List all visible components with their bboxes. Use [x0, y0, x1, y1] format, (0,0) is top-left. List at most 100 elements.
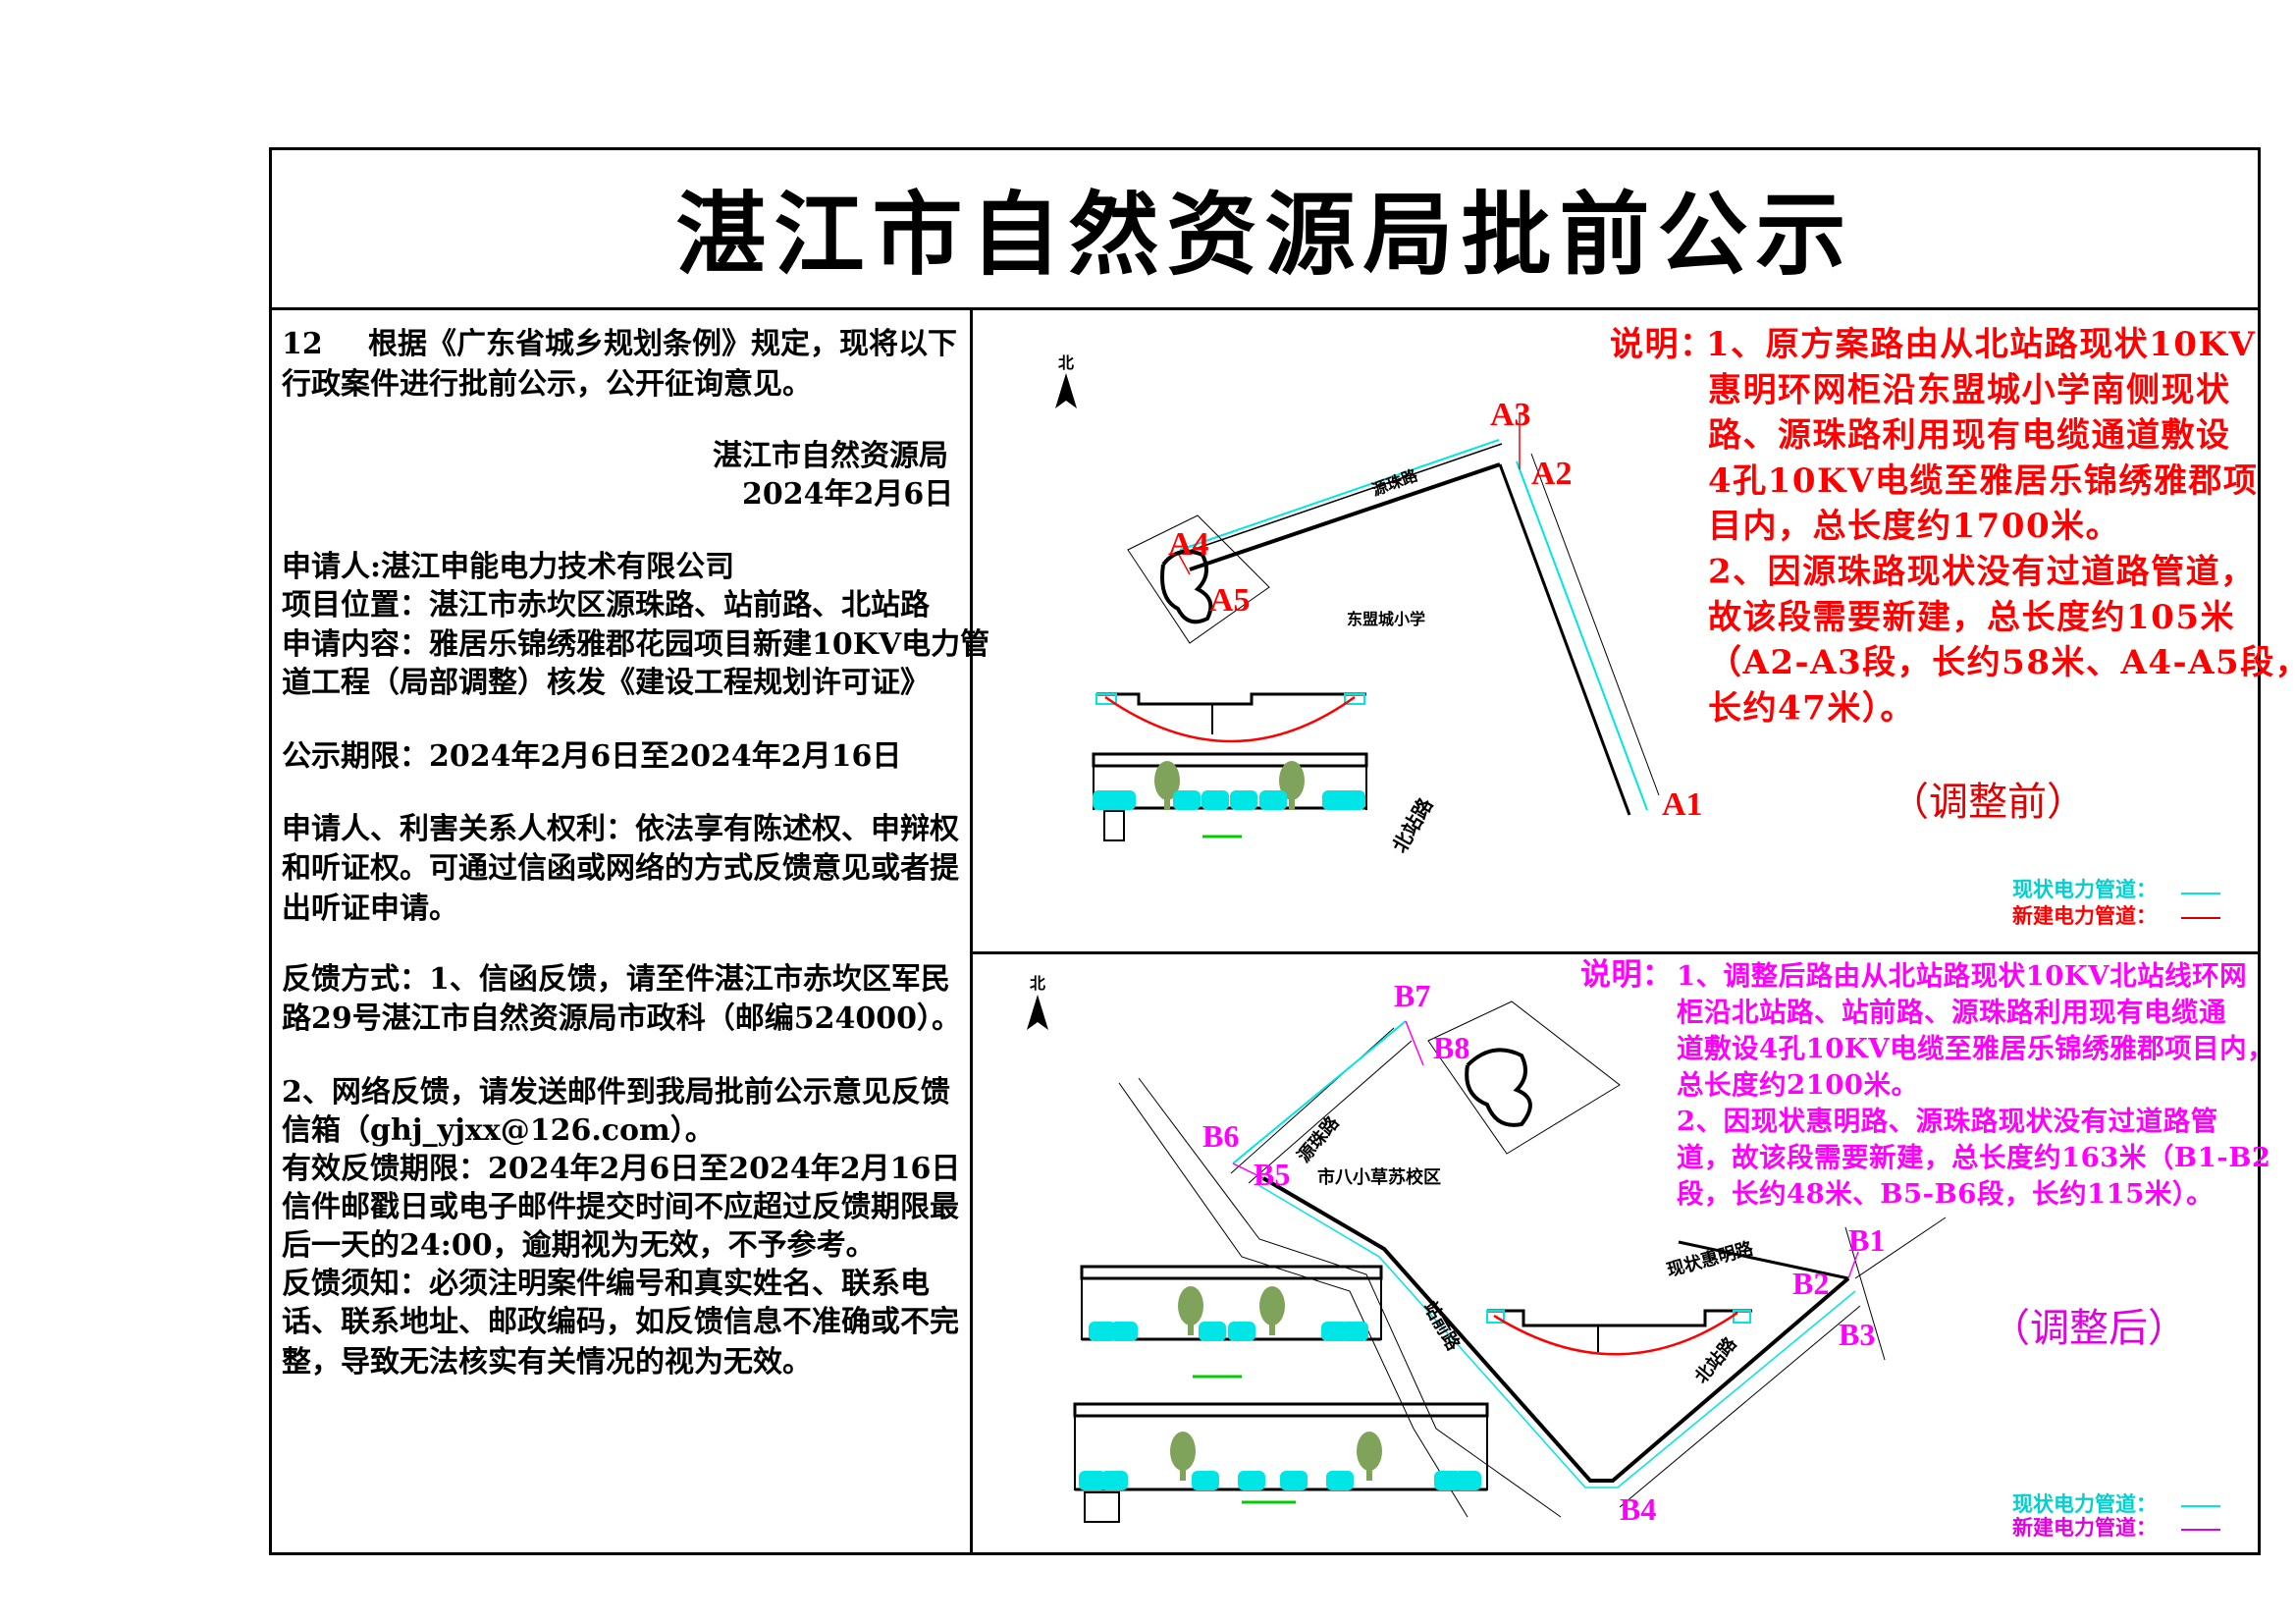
- notice-line: 行政案件进行批前公示，公开征询意见。: [282, 367, 812, 402]
- description-line: 段，长约48米、B5-B6段，长约115米）。: [1677, 1178, 2214, 1210]
- cross-section: [1095, 692, 1366, 743]
- notice-line: 后一天的24:00，逾期视为无效，不予参考。: [282, 1228, 876, 1263]
- description-line: 惠明环网柜沿东盟城小学南侧现状: [1708, 370, 2231, 409]
- description-line: 2、因源珠路现状没有过道路管道，: [1708, 553, 2256, 592]
- description-line: 1、原方案路由从北站路现状10KV: [1706, 325, 2256, 364]
- point-a5: A5: [1209, 582, 1251, 619]
- map-before: 北: [1055, 353, 1703, 857]
- road-section: [1092, 752, 1368, 841]
- project-site: [1427, 1001, 1621, 1155]
- notice-frame: [269, 147, 2261, 1555]
- notice-line: 有效反馈期限：2024年2月6日至2024年2月16日: [282, 1152, 961, 1186]
- notice-line: 道工程（局部调整）核发《建设工程规划许可证》: [282, 666, 930, 700]
- road-edge: [1530, 453, 1660, 796]
- notice-line: 反馈方式：1、信函反馈，请至件湛江市赤坎区军民: [282, 962, 950, 997]
- notice-line: 申请内容：雅居乐锦绣雅郡花园项目新建10KV电力管: [282, 627, 990, 662]
- road-label-beizhan: 北站路: [1388, 793, 1438, 857]
- point-b8: B8: [1433, 1030, 1469, 1065]
- notice-line: 整，导致无法核实有关情况的视为无效。: [282, 1345, 812, 1380]
- panel-divider: [972, 951, 2261, 954]
- new-pipe-b1-b2: [1847, 1251, 1859, 1279]
- notice-line: 申请人、利害关系人权利：依法享有陈述权、申辩权: [282, 812, 959, 846]
- point-b3: B3: [1839, 1317, 1875, 1352]
- description-line: 4孔10KV电缆至雅居乐锦绣雅郡项: [1708, 461, 2258, 501]
- point-a1: A1: [1662, 786, 1703, 823]
- road-label-beizhan: 北站路: [1690, 1332, 1741, 1387]
- cross-section: [1486, 1309, 1752, 1356]
- notice-line: 路29号湛江市自然资源局市政科（邮编524000）。: [282, 1001, 961, 1036]
- svg-text:现状电力管道：: 现状电力管道：: [2012, 877, 2157, 901]
- case-number: 12: [282, 327, 323, 361]
- road-section: [1080, 1265, 1383, 1379]
- column-divider: [970, 309, 973, 1555]
- notice-line: 2、网络反馈，请发送邮件到我局批前公示意见反馈: [282, 1075, 950, 1109]
- notice-line: 信件邮戳日或电子邮件提交时间不应超过反馈期限最: [282, 1190, 959, 1224]
- new-pipe-a4-a5: [1177, 552, 1191, 575]
- svg-text:现状电力管道：: 现状电力管道：: [2012, 1491, 2157, 1516]
- point-a4: A4: [1168, 526, 1209, 563]
- description-line: （A2-A3段，长约58米、A4-A5段，: [1708, 643, 2296, 682]
- existing-pipe: [1516, 460, 1648, 811]
- caption-before: （调整前）: [1890, 780, 2086, 825]
- point-b7: B7: [1394, 978, 1430, 1013]
- svg-text:新建电力管道：: 新建电力管道：: [2012, 903, 2157, 928]
- road-label-zhanqian: 站前路: [1419, 1298, 1466, 1356]
- description-line: 长约47米）。: [1708, 688, 1915, 728]
- point-b6: B6: [1202, 1118, 1239, 1154]
- existing-pipe: [1179, 439, 1500, 551]
- notice-line: 信箱（ghj_yjxx@126.com）。: [282, 1113, 715, 1148]
- north-arrow-icon: 北: [1027, 974, 1048, 1030]
- description-line: 2、因现状惠明路、源珠路现状没有过道路管: [1677, 1106, 2218, 1137]
- point-b4: B4: [1620, 1491, 1656, 1527]
- point-b2: B2: [1792, 1266, 1829, 1301]
- notice-line: 根据《广东省城乡规划条例》规定，现将以下: [368, 327, 957, 361]
- legend-before: 现状电力管道： 新建电力管道：: [2012, 877, 2220, 928]
- north-arrow-icon: 北: [1055, 353, 1077, 408]
- existing-pipe: [1257, 1184, 1856, 1488]
- notice-line: 申请人:湛江申能电力技术有限公司: [282, 550, 735, 584]
- road-label-yuanzhu: 源珠路: [1293, 1111, 1344, 1166]
- description-line: 总长度约2100米。: [1677, 1069, 1919, 1101]
- point-b5: B5: [1254, 1157, 1290, 1192]
- school-label: 市八小草苏校区: [1317, 1166, 1441, 1188]
- road-edge: [1498, 463, 1631, 816]
- description-heading: 说明：: [1610, 325, 1715, 364]
- point-b1: B1: [1848, 1222, 1885, 1258]
- svg-text:新建电力管道：: 新建电力管道：: [2012, 1515, 2157, 1540]
- description-line: 目内，总长度约1700米。: [1708, 507, 2120, 546]
- road-edge: [1189, 462, 1501, 571]
- point-a3: A3: [1490, 397, 1531, 433]
- description-line: 故该段需要新建，总长度约105米: [1708, 598, 2235, 637]
- road-edge: [1177, 443, 1503, 556]
- svg-text:北: 北: [1030, 974, 1045, 993]
- caption-after: （调整后）: [1991, 1306, 2187, 1351]
- notice-line: 出听证申请。: [282, 892, 458, 926]
- legend-after: 现状电力管道： 新建电力管道：: [2012, 1491, 2220, 1540]
- description-line: 路、源珠路利用现有电缆通道敷设: [1708, 416, 2231, 456]
- project-site: [1127, 514, 1270, 644]
- notice-line: 反馈须知：必须注明案件编号和真实姓名、联系电: [282, 1267, 930, 1301]
- notice-line: 和听证权。可通过信函或网络的方式反馈意见或者提: [282, 851, 959, 886]
- road-label-huiming: 现状惠明路: [1665, 1237, 1757, 1281]
- existing-pipe: [1232, 1020, 1407, 1164]
- title-row: 湛江市自然资源局批前公示: [269, 147, 2261, 310]
- description-line: 道，故该段需要新建，总长度约163米（B1-B2: [1677, 1142, 2271, 1173]
- road-section: [1073, 1402, 1489, 1523]
- notice-line: 项目位置：湛江市赤坎区源珠路、站前路、北站路: [282, 588, 930, 622]
- notice-line: 2024年2月6日: [742, 477, 954, 512]
- new-pipe-b5-b6: [1232, 1163, 1264, 1179]
- description-line: 柜沿北站路、站前路、源珠路利用现有电缆通: [1677, 997, 2226, 1028]
- description-before: 说明： 1、原方案路由从北站路现状10KV 惠明环网柜沿东盟城小学南侧现状路、源珠…: [1610, 325, 2296, 728]
- page-title: 湛江市自然资源局批前公示: [675, 182, 1854, 288]
- notice-line: 湛江市自然资源局: [713, 439, 948, 473]
- school-label: 东盟城小学: [1347, 610, 1425, 628]
- description-after: 说明： 1、调整后路由从北站路现状10KV北站线环网柜沿北站路、站前路、源珠路利…: [1580, 957, 2274, 1210]
- description-heading: 说明：: [1580, 957, 1674, 993]
- point-a2: A2: [1531, 456, 1573, 492]
- route-line: [1261, 1176, 1850, 1483]
- svg-text:北: 北: [1058, 353, 1074, 372]
- description-line: 1、调整后路由从北站路现状10KV北站线环网: [1677, 960, 2247, 992]
- notice-line: 公示期限：2024年2月6日至2024年2月16日: [282, 739, 902, 774]
- notice-line: 话、联系地址、邮政编码，如反馈信息不准确或不完: [282, 1305, 959, 1339]
